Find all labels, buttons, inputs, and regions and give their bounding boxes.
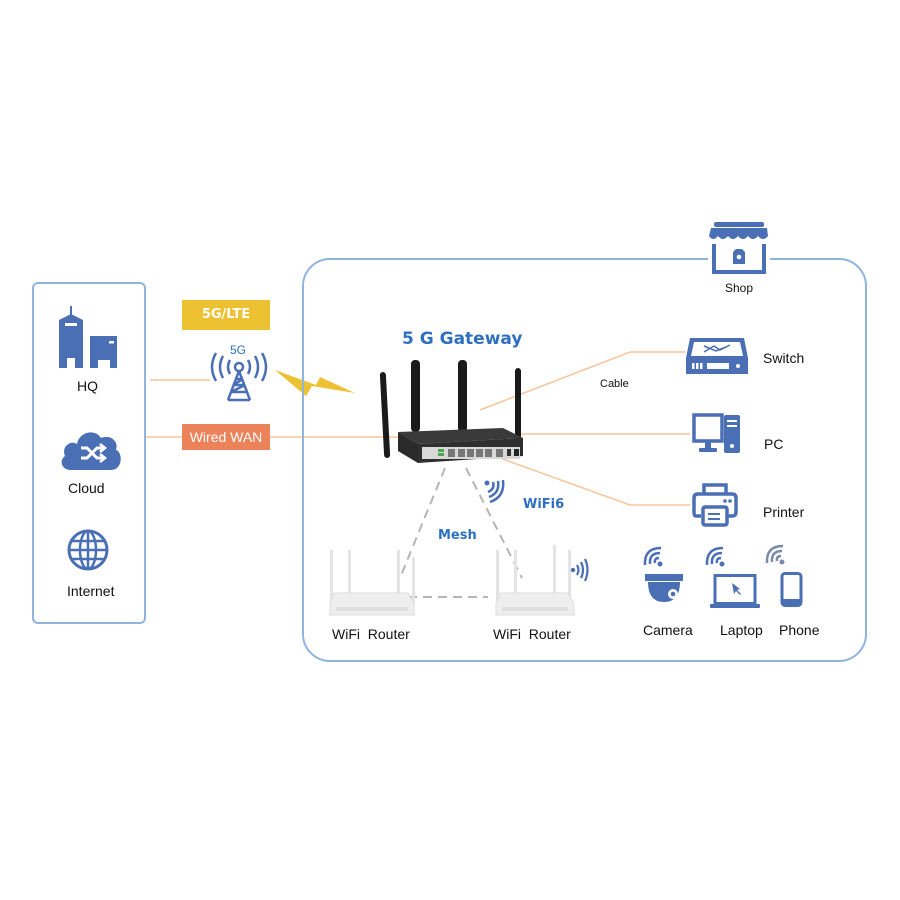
internet-label: Internet	[67, 583, 115, 599]
camera-label: Camera	[643, 622, 693, 638]
wired-wan-tag: Wired WAN	[182, 424, 270, 450]
antenna-2	[411, 360, 420, 432]
wifi6-label: WiFi6	[523, 497, 565, 512]
shop-network-panel	[302, 258, 867, 662]
antenna-4	[515, 368, 521, 448]
wifi-router-image-1	[329, 550, 415, 616]
hq-label: HQ	[77, 378, 98, 394]
cloud-shuffle-icon	[61, 432, 121, 470]
external-network-panel	[32, 282, 146, 624]
switch-label: Switch	[763, 350, 805, 366]
pc-label: PC	[764, 436, 784, 452]
switch-icon	[686, 338, 748, 374]
tower-5g-label: 5G	[230, 343, 247, 357]
globe-icon	[67, 529, 109, 571]
cell-tower-icon	[210, 352, 268, 402]
cloud-label: Cloud	[68, 480, 105, 496]
wifi-router-label-1: WiFi Router	[332, 626, 410, 642]
gateway-router-image	[379, 360, 523, 463]
wireless-bolt-icon	[275, 370, 355, 396]
printer-label: Printer	[763, 504, 805, 520]
router-wifi-signal-icon	[570, 558, 589, 582]
antenna-1	[379, 372, 391, 458]
mesh-line-right	[465, 467, 523, 579]
wifi-router-image-2	[495, 545, 575, 616]
laptop-wifi-signal-icon	[705, 546, 725, 567]
mesh-line-left	[399, 467, 446, 579]
shop-storefront-icon	[708, 222, 770, 274]
wifi-router-label-2: WiFi Router	[493, 626, 571, 642]
cable-line-switch	[479, 351, 686, 411]
laptop-icon	[710, 574, 760, 608]
camera-wifi-signal-icon	[643, 546, 663, 567]
printer-icon	[692, 483, 738, 527]
laptop-label: Laptop	[720, 622, 763, 638]
phone-wifi-signal-icon	[765, 544, 785, 565]
lte-link-tag: 5G/LTE	[182, 300, 270, 330]
cable-label: Cable	[600, 378, 629, 390]
mesh-label: Mesh	[438, 528, 477, 543]
cable-line-printer	[499, 457, 690, 506]
desktop-pc-icon	[692, 413, 740, 453]
office-building-icon	[59, 306, 117, 368]
wifi6-signal-icon	[484, 479, 505, 504]
smartphone-icon	[780, 572, 803, 607]
shop-label: Shop	[725, 281, 754, 295]
antenna-3	[458, 360, 467, 432]
dome-camera-icon	[645, 574, 683, 602]
phone-label: Phone	[779, 622, 820, 638]
gateway-title: 5 G Gateway	[402, 329, 523, 349]
